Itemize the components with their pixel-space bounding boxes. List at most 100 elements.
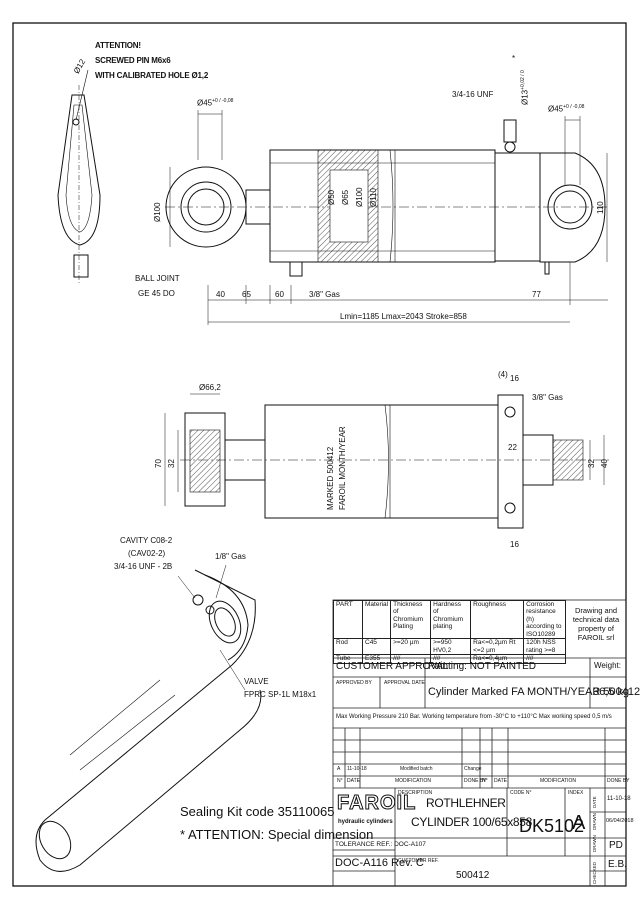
checked-by: E.B.: [608, 859, 627, 870]
marking-spec: Cylinder Marked FA MONTH/YEAR 500412: [428, 686, 640, 698]
spec-cell: Ra<=0,4µm: [470, 654, 525, 664]
unf-thread-label: 3/4-16 UNF: [452, 90, 494, 99]
dim-65: 65: [242, 290, 251, 299]
gas-port-label: 3/8" Gas: [309, 290, 340, 299]
left-bore-dim: Ø45+0 / -0,08: [197, 98, 233, 108]
bore-diameter-dim: Ø100: [355, 187, 364, 207]
approved-by: APPROVED BY: [336, 680, 372, 686]
marking-line-1: MARKED 500412: [326, 446, 335, 510]
gas-port-label-2: 3/8" Gas: [532, 393, 563, 402]
sheet-border: [12, 22, 627, 887]
spec-cell: >=950 HV0,2: [430, 638, 472, 656]
drawing-code: DK5102: [519, 816, 585, 836]
rev-header-mod: MODIFICATION: [395, 778, 432, 784]
special-dim-star: *: [512, 54, 516, 63]
head-height-dim: 110: [596, 201, 605, 214]
cavity-label-3: 3/4-16 UNF - 2B: [114, 562, 173, 571]
pressure-note: Max Working Pressure 210 Bar. Working te…: [336, 714, 612, 720]
table-row: Tube E355 //// //// Ra<=0,4µm ////: [333, 654, 566, 664]
spec-cell: ////: [523, 654, 566, 664]
rev-header-date: DATE: [347, 778, 360, 784]
calibrated-hole-note: WITH CALIBRATED HOLE Ø1,2: [95, 71, 209, 80]
screwed-pin-note: SCREWED PIN M6x6: [95, 56, 171, 65]
left-bore-value: Ø45: [197, 98, 213, 108]
revision-a-date: 11-10-18: [347, 766, 367, 772]
ball-joint-label: BALL JOINT: [135, 274, 180, 283]
length-stroke-dim: Lmin=1185 Lmax=2043 Stroke=858: [340, 312, 467, 321]
spec-table: PART Material Thickness of Chromium Plat…: [333, 599, 566, 664]
spec-cell: Ra<=0,2µm Rt <=2 µm: [470, 638, 525, 656]
spec-header-cell: Corrosion resistance (h) according to IS…: [523, 599, 566, 640]
gland-diameter-dim: Ø66,2: [199, 383, 221, 392]
drawn-date-label: DRAWN: [592, 813, 597, 830]
property-note: Drawing and technical data property of F…: [572, 606, 620, 642]
special-dimension-note: * ATTENTION: Special dimension: [180, 827, 374, 842]
dim-70: 70: [154, 459, 163, 468]
revision-a-index: A: [337, 766, 341, 772]
eye-diameter-dim: Ø100: [153, 202, 162, 222]
rev-header-n: N°: [337, 778, 343, 784]
revision-a-mod: Modified batch: [400, 766, 433, 772]
piston-rod-dim: Ø65: [341, 189, 350, 205]
rod-diameter-dim: Ø50: [327, 189, 336, 205]
spec-cell: Rod: [333, 638, 363, 656]
dim-40: 40: [216, 290, 225, 299]
spec-header-cell: Roughness: [470, 599, 525, 640]
port-bore-value: Ø13: [520, 89, 530, 105]
rod-eye-side-view: [57, 69, 101, 285]
cylinder-plan-view: [164, 393, 610, 529]
spec-cell: >=20 µm: [390, 638, 432, 656]
date-value: 11-10-18: [607, 796, 631, 802]
drawn-label: DRAWN: [592, 835, 597, 852]
cavity-label-2: (CAV02-2): [128, 549, 166, 558]
tolerance-ref: TOLERANCE REF.: DOC-A107: [335, 841, 426, 848]
dim-40-right: 40: [600, 459, 609, 468]
customer-ref: 500412: [456, 870, 490, 881]
spec-cell: E355: [361, 654, 392, 664]
dim-32-right: 32: [587, 459, 596, 468]
faroil-logo: FAROIL: [336, 792, 417, 815]
index-label: INDEX: [568, 790, 584, 796]
dim-16-bottom: 16: [510, 540, 519, 549]
dim-32: 32: [167, 459, 176, 468]
revision-a-done: Change: [464, 766, 482, 772]
valve-label: VALVE: [244, 677, 269, 686]
marking-line-2: FAROIL MONTH/YEAR: [338, 426, 347, 510]
rev-header-done: DONE BY: [464, 778, 487, 784]
rev-header-n2: N°: [482, 778, 488, 784]
drawn-by: PD: [609, 840, 623, 851]
left-bore-tol: +0 / -0,08: [212, 98, 234, 104]
spec-cell: 120h NSS rating >=8: [523, 638, 566, 656]
cylinder-elevation: [165, 110, 610, 325]
spec-header-cell: Hardness of Chromium plating: [430, 599, 472, 640]
rev-header-mod2: MODIFICATION: [540, 778, 577, 784]
cavity-label-1: CAVITY C08-2: [120, 536, 173, 545]
index-value: A: [572, 812, 586, 834]
code-label: CODE N°: [510, 790, 532, 796]
mark-4: (4): [498, 370, 508, 379]
customer-approval: CUSTOMER APPROVAL: [336, 661, 449, 672]
date-label: DATE: [592, 796, 597, 808]
drawn-date: 06/04/2018: [606, 818, 634, 824]
painting-spec: Painting: NOT PAINTED: [428, 661, 536, 672]
table-row: Rod C45 >=20 µm >=950 HV0,2 Ra<=0,2µm Rt…: [333, 638, 566, 656]
right-bore-dim: Ø45+0 / -0,08: [548, 104, 584, 114]
doc-ref: DOC-A116 Rev. C: [335, 857, 424, 869]
spec-table-header: PART Material Thickness of Chromium Plat…: [333, 599, 566, 640]
description-line-2: CYLINDER 100/65x858: [411, 815, 533, 829]
dim-77: 77: [532, 290, 541, 299]
checked-label: CHECKED: [592, 861, 597, 884]
description-line-1: ROTHLEHNER: [426, 796, 506, 810]
port-bore-dim: Ø13+0,02 / 0: [520, 70, 530, 105]
weight-value: 36,5 kg: [593, 686, 630, 698]
approval-date: APPROVAL DATE: [384, 680, 425, 686]
spec-header-cell: Thickness of Chromium Plating: [390, 599, 432, 640]
gas-port-iso: 1/8" Gas: [215, 552, 246, 561]
dim-60: 60: [275, 290, 284, 299]
ball-joint-code: GE 45 DO: [138, 289, 175, 298]
port-bore-tol: +0,02 / 0: [520, 70, 526, 90]
description-label: DESCRIPTION: [398, 790, 433, 796]
dim-22: 22: [508, 443, 517, 452]
spec-header-cell: PART: [333, 599, 363, 640]
